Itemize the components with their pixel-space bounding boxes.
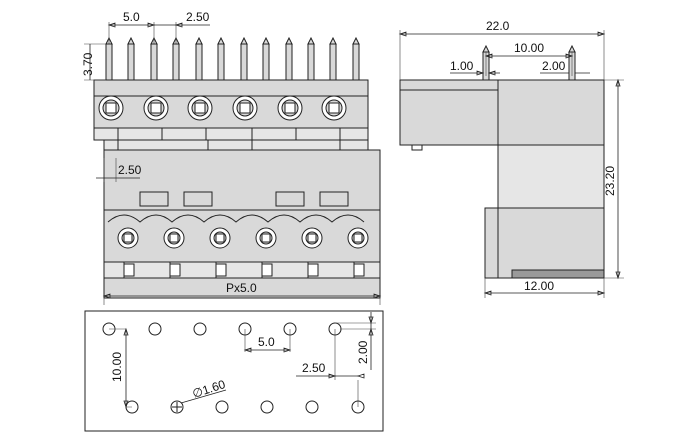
pcb-holes-bottom-row: [125, 400, 365, 414]
pcb-layout: 10.00 5.0 ∅1.60 2.50 2.00: [84, 310, 384, 432]
hole-diameter-label: ∅1.60: [191, 377, 228, 401]
side-view: 22.0 10.00 1.00 2.00 23.20 12.00: [398, 19, 624, 298]
side-height-label: 23.20: [603, 166, 617, 196]
pcb-dimensions: [109, 312, 376, 409]
front-dimensions: [84, 22, 382, 305]
pcb-pitch-label: 5.0: [258, 335, 275, 349]
lower-offset-label: 2.50: [118, 163, 142, 177]
pin-span-label: 10.00: [514, 41, 544, 55]
pcb-outline: [84, 310, 384, 432]
pcb-row-spacing-label: 10.00: [110, 352, 124, 382]
side-width-label: 22.0: [486, 19, 510, 33]
total-width-label: Px5.0: [226, 281, 257, 295]
side-dimensions: [398, 30, 624, 298]
front-pins: [105, 36, 360, 81]
pitch-label: 5.0: [123, 10, 140, 24]
pin-offset-label: 1.00: [450, 59, 474, 73]
pin-height-label: 3.70: [81, 52, 95, 76]
front-view: 5.0 2.50 3.70 2.50 Px5.0: [81, 10, 382, 305]
pin-spacing-label: 2.50: [186, 10, 210, 24]
pcb-holes-top-row: [102, 322, 342, 336]
right-offset-label: 2.00: [542, 59, 566, 73]
pcb-offset-y-label: 2.00: [356, 340, 370, 364]
header-screws: [98, 95, 347, 121]
plug-screws: [117, 227, 369, 249]
pcb-offset-x-label: 2.50: [302, 361, 326, 375]
base-width-label: 12.00: [524, 279, 554, 293]
